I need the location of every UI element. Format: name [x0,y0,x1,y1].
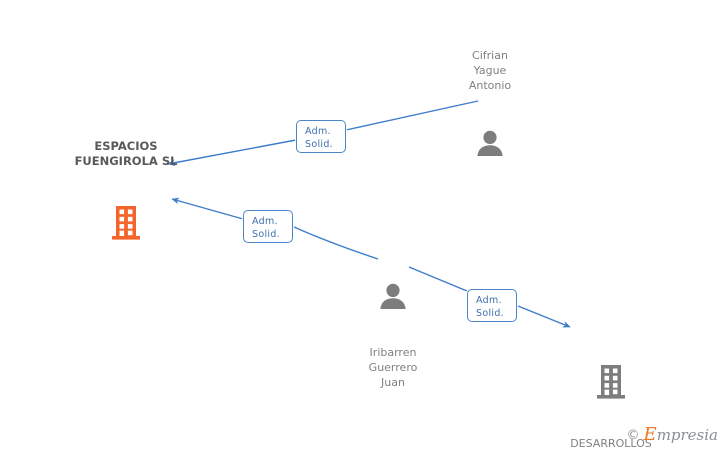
empresia-watermark: © Empresia [627,426,718,444]
node-label-cifrian-yague-antonio: Cifrian Yague Antonio [468,49,512,92]
node-cifrian-yague-antonio[interactable]: Cifrian Yague Antonio [437,33,543,186]
brand-rest: mpresia [656,426,718,444]
node-desarrollos-de-almaran[interactable]: DESARROLLOS DE ALMARAN SL [551,333,671,450]
edge-iribarren-to-espacios [171,197,379,260]
building-icon[interactable] [56,184,196,257]
brand-initial: E [643,424,657,445]
node-iribarren-guerrero-juan[interactable]: Iribarren Guerrero Juan [340,253,446,405]
building-icon[interactable] [551,348,671,421]
empresia-brand-text: Empresia [644,426,718,444]
person-icon[interactable] [437,108,543,171]
edge-label-cifrian-to-espacios[interactable]: Adm. Solid. [296,120,346,153]
node-espacios-fuengirola[interactable]: ESPACIOS FUENGIROLA SL [56,124,196,272]
person-icon[interactable] [340,268,446,330]
node-label-desarrollos-de-almaran: DESARROLLOS DE ALMARAN SL [570,437,652,450]
edge-cifrian-to-espacios [167,100,479,167]
node-label-iribarren-guerrero-juan: Iribarren Guerrero Juan [368,346,418,389]
edge-iribarren-to-desarrollos [408,266,571,328]
edge-label-iribarren-to-desarrollos[interactable]: Adm. Solid. [467,289,517,322]
edge-label-iribarren-to-espacios[interactable]: Adm. Solid. [243,210,293,243]
copyright-icon: © [626,427,640,443]
node-label-espacios-fuengirola: ESPACIOS FUENGIROLA SL [74,139,178,168]
